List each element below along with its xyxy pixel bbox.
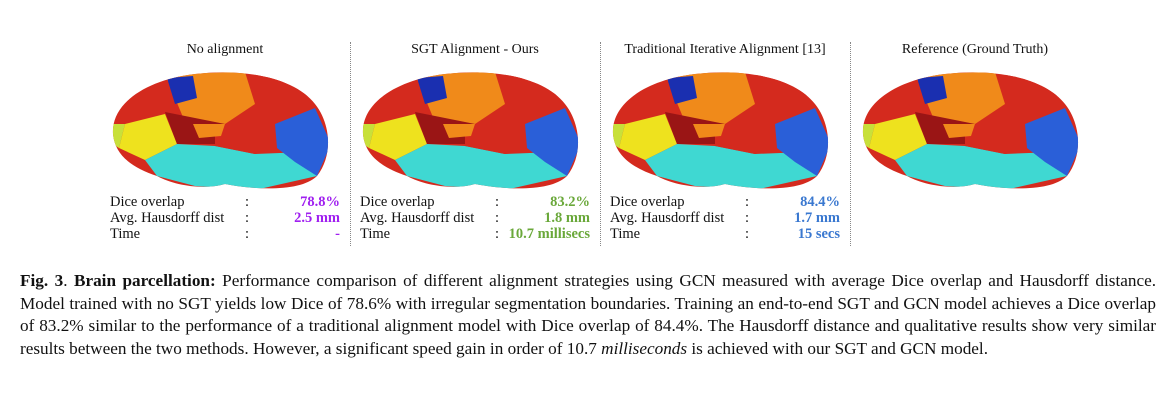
stat-value: 83.2% [550, 194, 590, 210]
panel-title: No alignment [186, 42, 264, 57]
panel-traditional-alignment: Traditional Iterative Alignment [13] Dic… [600, 38, 850, 248]
brain-parcellation-image [350, 64, 600, 194]
brain-parcellation-image [850, 64, 1100, 194]
stat-row-time: Time : 15 secs [610, 226, 850, 242]
stat-colon: : [245, 210, 250, 226]
stat-label: Avg. Hausdorff dist [610, 210, 725, 226]
panel-no-alignment: No alignment Dice overlap : 78.8% Avg. H… [100, 38, 350, 248]
figure-label: Fig. 3 [20, 271, 64, 290]
stat-label: Time [610, 226, 641, 242]
caption-text: Performance comparison of different alig… [20, 271, 1156, 358]
stat-row-time: Time : 10.7 millisecs [360, 226, 600, 242]
panel-sgt-alignment: SGT Alignment - Ours Dice overlap : 83.2… [350, 38, 600, 248]
stat-value: 2.5 mm [294, 210, 340, 226]
stat-value: 15 secs [797, 226, 840, 242]
stat-colon: : [745, 226, 750, 242]
stat-row-dice: Dice overlap : 83.2% [360, 194, 600, 210]
stat-label: Time [110, 226, 141, 242]
panel-title: Reference (Ground Truth) [901, 42, 1049, 57]
stat-row-time: Time : - [110, 226, 350, 242]
stat-label: Dice overlap [610, 194, 685, 210]
stats-table: Dice overlap : 84.4% Avg. Hausdorff dist… [610, 194, 850, 242]
stat-row-hausdorff: Avg. Hausdorff dist : 1.7 mm [610, 210, 850, 226]
stat-value: - [335, 226, 340, 242]
stat-label: Avg. Hausdorff dist [360, 210, 475, 226]
stat-colon: : [745, 194, 750, 210]
brain-parcellation-image [600, 64, 850, 194]
caption-italic: milliseconds [601, 338, 688, 358]
stat-row-hausdorff: Avg. Hausdorff dist : 1.8 mm [360, 210, 600, 226]
stat-colon: : [745, 210, 750, 226]
divider [600, 42, 601, 246]
stat-value: 78.8% [300, 194, 340, 210]
caption-heading: Brain parcellation: [73, 271, 216, 290]
stat-row-dice: Dice overlap : 78.8% [110, 194, 350, 210]
stat-value: 1.8 mm [544, 210, 590, 226]
brain-parcellation-image [100, 64, 350, 194]
stat-colon: : [495, 194, 500, 210]
divider [350, 42, 351, 246]
stat-colon: : [495, 210, 500, 226]
caption-text-end: is achieved with our SGT and GCN model. [687, 338, 988, 358]
stat-row-dice: Dice overlap : 84.4% [610, 194, 850, 210]
stat-label: Avg. Hausdorff dist [110, 210, 225, 226]
caption-separator: . [63, 271, 74, 290]
divider [850, 42, 851, 246]
panel-reference: Reference (Ground Truth) [850, 38, 1100, 248]
stat-colon: : [245, 194, 250, 210]
stats-table: Dice overlap : 78.8% Avg. Hausdorff dist… [110, 194, 350, 242]
stat-label: Dice overlap [360, 194, 435, 210]
stat-label: Dice overlap [110, 194, 185, 210]
stat-value: 84.4% [800, 194, 840, 210]
stats-table: Dice overlap : 83.2% Avg. Hausdorff dist… [360, 194, 600, 242]
stat-value: 1.7 mm [794, 210, 840, 226]
stat-row-hausdorff: Avg. Hausdorff dist : 2.5 mm [110, 210, 350, 226]
stat-label: Time [360, 226, 391, 242]
panel-title: Traditional Iterative Alignment [13] [624, 42, 826, 57]
figure-caption: Fig. 3. Brain parcellation: Performance … [20, 270, 1156, 360]
stat-colon: : [245, 226, 250, 242]
panel-title: SGT Alignment - Ours [411, 42, 539, 57]
stat-value: 10.7 millisecs [508, 226, 590, 242]
stat-colon: : [495, 226, 500, 242]
